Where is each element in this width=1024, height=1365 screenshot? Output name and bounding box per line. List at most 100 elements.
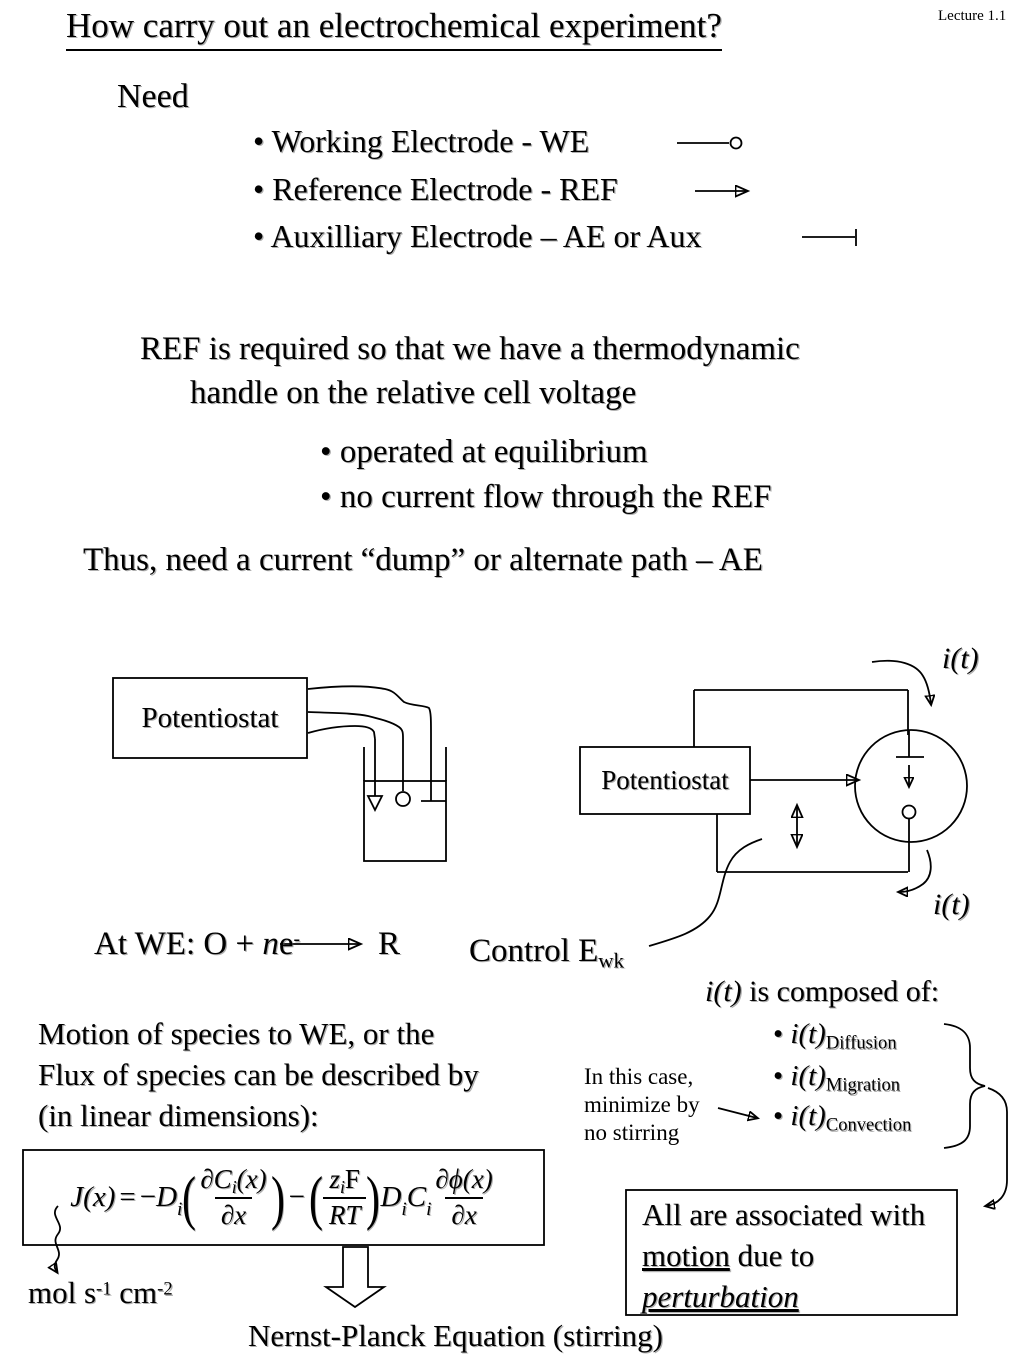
ae-terminal-symbol <box>802 229 857 246</box>
ref-bullet-no-current: • no current flow through the REF <box>320 479 772 516</box>
stirring-note-line3: no stirring <box>584 1120 680 1145</box>
component-subscript: Convection <box>825 1114 912 1136</box>
bullet-glyph: • <box>320 479 332 515</box>
bullet-label: Reference Electrode - REF <box>272 171 618 207</box>
motion-line2: Flux of species can be described by <box>38 1057 479 1092</box>
component-base: i(t) <box>790 1060 826 1092</box>
eq-lhs: J(x) <box>70 1181 116 1213</box>
eq-D2: D <box>380 1181 402 1213</box>
reaction-n: n <box>262 926 279 962</box>
control-subscript: wk <box>598 948 625 973</box>
eq-f3-den: ∂x <box>445 1196 483 1231</box>
control-ewk-label: Control Ewk <box>469 933 624 973</box>
ref-bullet-equilibrium: • operated at equilibrium <box>320 434 648 471</box>
component-base: i(t) <box>790 1018 826 1050</box>
associated-perturbation: perturbation <box>642 1279 799 1314</box>
stirring-note-line2: minimize by <box>584 1092 700 1117</box>
composed-heading: i(t) is composed of: <box>705 975 939 1009</box>
eq-f2-num-zsub: i <box>339 1177 345 1198</box>
composed-heading-it: i(t) <box>705 975 742 1008</box>
brace-to-box-arrow <box>986 1087 1008 1206</box>
bullet-glyph: • <box>253 123 265 159</box>
eq-left-paren-2: ( <box>308 1164 323 1231</box>
current-arrow-bottom <box>899 849 932 892</box>
associated-box <box>625 1189 958 1316</box>
current-component-convection: • i(t)Convection <box>773 1100 911 1137</box>
associated-box-text: All are associated with motion due to pe… <box>642 1194 925 1317</box>
we-terminal-symbol <box>677 136 743 150</box>
flux-units-squiggle-arrow <box>55 1205 61 1272</box>
motion-line1: Motion of species to WE, or the <box>38 1016 435 1051</box>
motion-line3: (in linear dimensions): <box>38 1098 319 1133</box>
associated-line2: motion due to <box>642 1235 925 1276</box>
left-cell-diagram <box>112 677 447 862</box>
eq-minus1: − <box>139 1181 157 1213</box>
bullet-glyph: • <box>773 1018 784 1050</box>
bullet-glyph: • <box>320 434 332 470</box>
reference-electrode <box>395 738 411 807</box>
wire-ref <box>307 711 404 739</box>
bullet-reference-electrode: • Reference Electrode - REF <box>253 171 618 208</box>
units-sup1: -1 <box>96 1278 112 1300</box>
bullet-label: Working Electrode - WE <box>271 123 590 159</box>
current-component-migration: • i(t)Migration <box>773 1060 900 1097</box>
current-component-diffusion: • i(t)Diffusion <box>773 1018 897 1055</box>
thus-line: Thus, need a current “dump” or alternate… <box>83 542 763 578</box>
eq-minus2: − <box>288 1181 305 1213</box>
units-sup2: -2 <box>157 1278 173 1300</box>
ref-note-line1: REF is required so that we have a thermo… <box>140 331 800 367</box>
reaction-e: e <box>278 926 294 962</box>
nernst-caption: Nernst-Planck Equation (stirring) <box>248 1318 663 1353</box>
component-subscript: Diffusion <box>825 1032 897 1054</box>
eq-D2-sub: i <box>401 1198 407 1220</box>
auxiliary-electrode <box>421 733 446 802</box>
block-down-arrow <box>323 1246 387 1309</box>
eq-equals: = <box>119 1181 136 1213</box>
control-leader-line <box>648 838 763 947</box>
bullet-label: operated at equilibrium <box>339 434 648 470</box>
working-electrode <box>366 739 384 813</box>
right-circuit-diagram <box>579 659 968 947</box>
component-subscript: Migration <box>825 1074 901 1096</box>
bullet-glyph: • <box>773 1060 784 1092</box>
bullet-glyph: • <box>253 218 265 254</box>
bullet-glyph: • <box>773 1100 784 1132</box>
note-arrow <box>717 1107 757 1118</box>
component-base: i(t) <box>790 1100 826 1132</box>
eq-fraction-concentration: ∂Ci(x) ∂x <box>196 1164 270 1230</box>
eq-f1-num-tail: (x) <box>236 1164 267 1195</box>
eq-f3-num: ∂ϕ(x) <box>435 1164 493 1195</box>
bullet-label: Auxilliary Electrode – AE or Aux <box>270 218 702 254</box>
flux-units: mol s-1 cm-2 <box>28 1275 173 1311</box>
eq-C-sub: i <box>426 1198 432 1220</box>
reaction-charge: - <box>293 928 301 951</box>
cell-symbol <box>854 729 968 843</box>
page-title: How carry out an electrochemical experim… <box>66 6 722 51</box>
eq-right-paren-2: ) <box>366 1164 381 1231</box>
right-potentiostat-label: Potentiostat <box>601 765 729 795</box>
current-arrow-top <box>871 659 931 704</box>
composed-heading-rest: is composed of: <box>741 975 940 1008</box>
current-label-bottom: i(t) <box>933 888 970 921</box>
eq-f1-num-sub: i <box>231 1177 237 1198</box>
eq-f2-num-z: z <box>329 1164 340 1195</box>
control-text: Control E <box>469 933 599 969</box>
bullet-glyph: • <box>253 171 265 207</box>
lecture-tag: Lecture 1.1 <box>938 8 1007 24</box>
bullet-working-electrode: • Working Electrode - WE <box>253 123 589 160</box>
beaker <box>363 747 447 862</box>
eq-C: C <box>406 1181 427 1213</box>
wire-aux <box>307 685 432 734</box>
eq-f2-num-F: F <box>344 1164 360 1195</box>
electrode-reaction: At WE: O + ne- <box>94 926 300 963</box>
bullet-label: no current flow through the REF <box>339 479 772 515</box>
units-a: mol s <box>28 1275 97 1310</box>
ref-note-line2: handle on the relative cell voltage <box>190 375 637 411</box>
need-heading: Need <box>117 78 189 115</box>
units-b: cm <box>111 1275 158 1310</box>
eq-fraction-potential: ∂ϕ(x) ∂x <box>431 1164 496 1230</box>
eq-left-paren-1: ( <box>182 1164 197 1231</box>
